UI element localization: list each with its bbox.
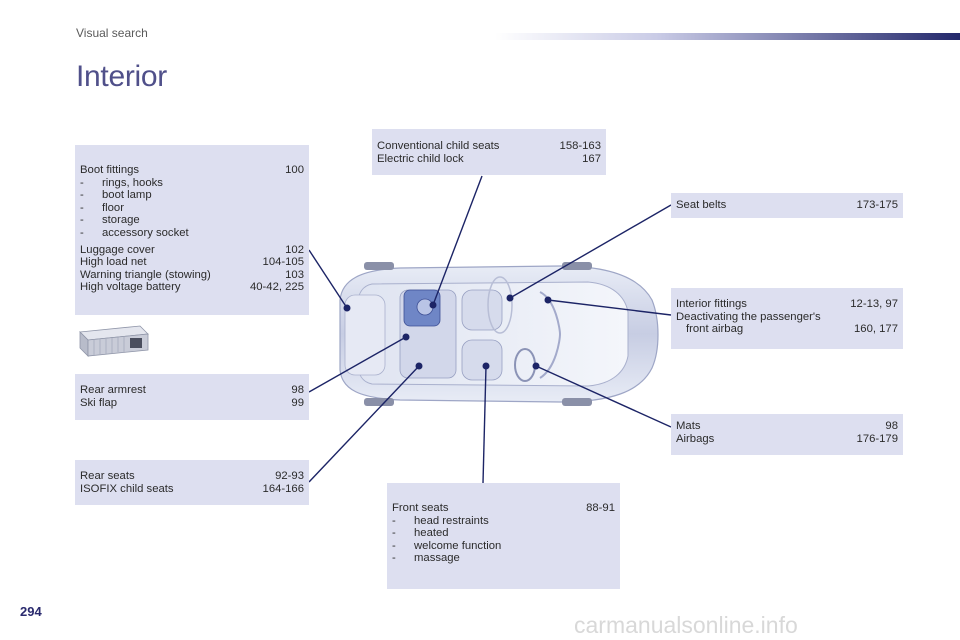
leader-belts <box>509 204 672 299</box>
boot-item: -rings, hooks <box>80 176 163 189</box>
front-item: -head restraints <box>392 514 489 527</box>
battery-illustration <box>79 325 149 357</box>
leader-front <box>482 365 487 484</box>
marker-mats <box>532 362 540 370</box>
boot-row: Warning triangle (stowing)103 <box>80 268 304 281</box>
leader-conventional <box>432 175 483 306</box>
marker-armrest <box>402 333 410 341</box>
watermark: carmanualsonline.info <box>574 612 798 638</box>
marker-boot <box>343 304 351 312</box>
boot-title: Boot fittings <box>80 164 140 176</box>
leader-interior <box>547 299 672 316</box>
front-title-page: 88-91 <box>586 502 615 514</box>
front-item: -welcome function <box>392 539 502 552</box>
boot-item: -storage <box>80 214 140 227</box>
page-title: Interior <box>76 60 167 93</box>
marker-front <box>482 362 490 370</box>
section-label: Visual search <box>76 26 148 40</box>
front-seat-left <box>461 289 503 331</box>
boot-item: -floor <box>80 201 124 214</box>
marker-rear <box>415 362 423 370</box>
boot-item: -accessory socket <box>80 226 189 239</box>
leader-rear <box>308 365 420 483</box>
leader-mats <box>535 365 672 428</box>
header-accent-bar <box>495 33 960 40</box>
front-seat-right <box>461 339 503 381</box>
marker-interior <box>544 296 552 304</box>
airbag-deactivation-label: Deactivating the passenger's <box>676 310 821 323</box>
marker-belts <box>506 294 514 302</box>
marker-conventional <box>429 301 437 309</box>
dashboard <box>539 291 562 379</box>
boot-title-page: 100 <box>285 164 304 176</box>
front-seats-box: Front seats 88-91 -head restraints -heate… <box>387 483 620 589</box>
leader-boot <box>308 249 348 309</box>
car-boot <box>344 294 386 376</box>
boot-fittings-box: Boot fittings 100 -rings, hooks -boot lam… <box>75 145 309 315</box>
front-item: -heated <box>392 527 449 540</box>
front-item: -massage <box>392 552 460 565</box>
front-title: Front seats <box>392 502 449 514</box>
boot-item: -boot lamp <box>80 189 152 202</box>
leader-armrest <box>308 336 407 393</box>
page-number: 294 <box>20 604 42 619</box>
